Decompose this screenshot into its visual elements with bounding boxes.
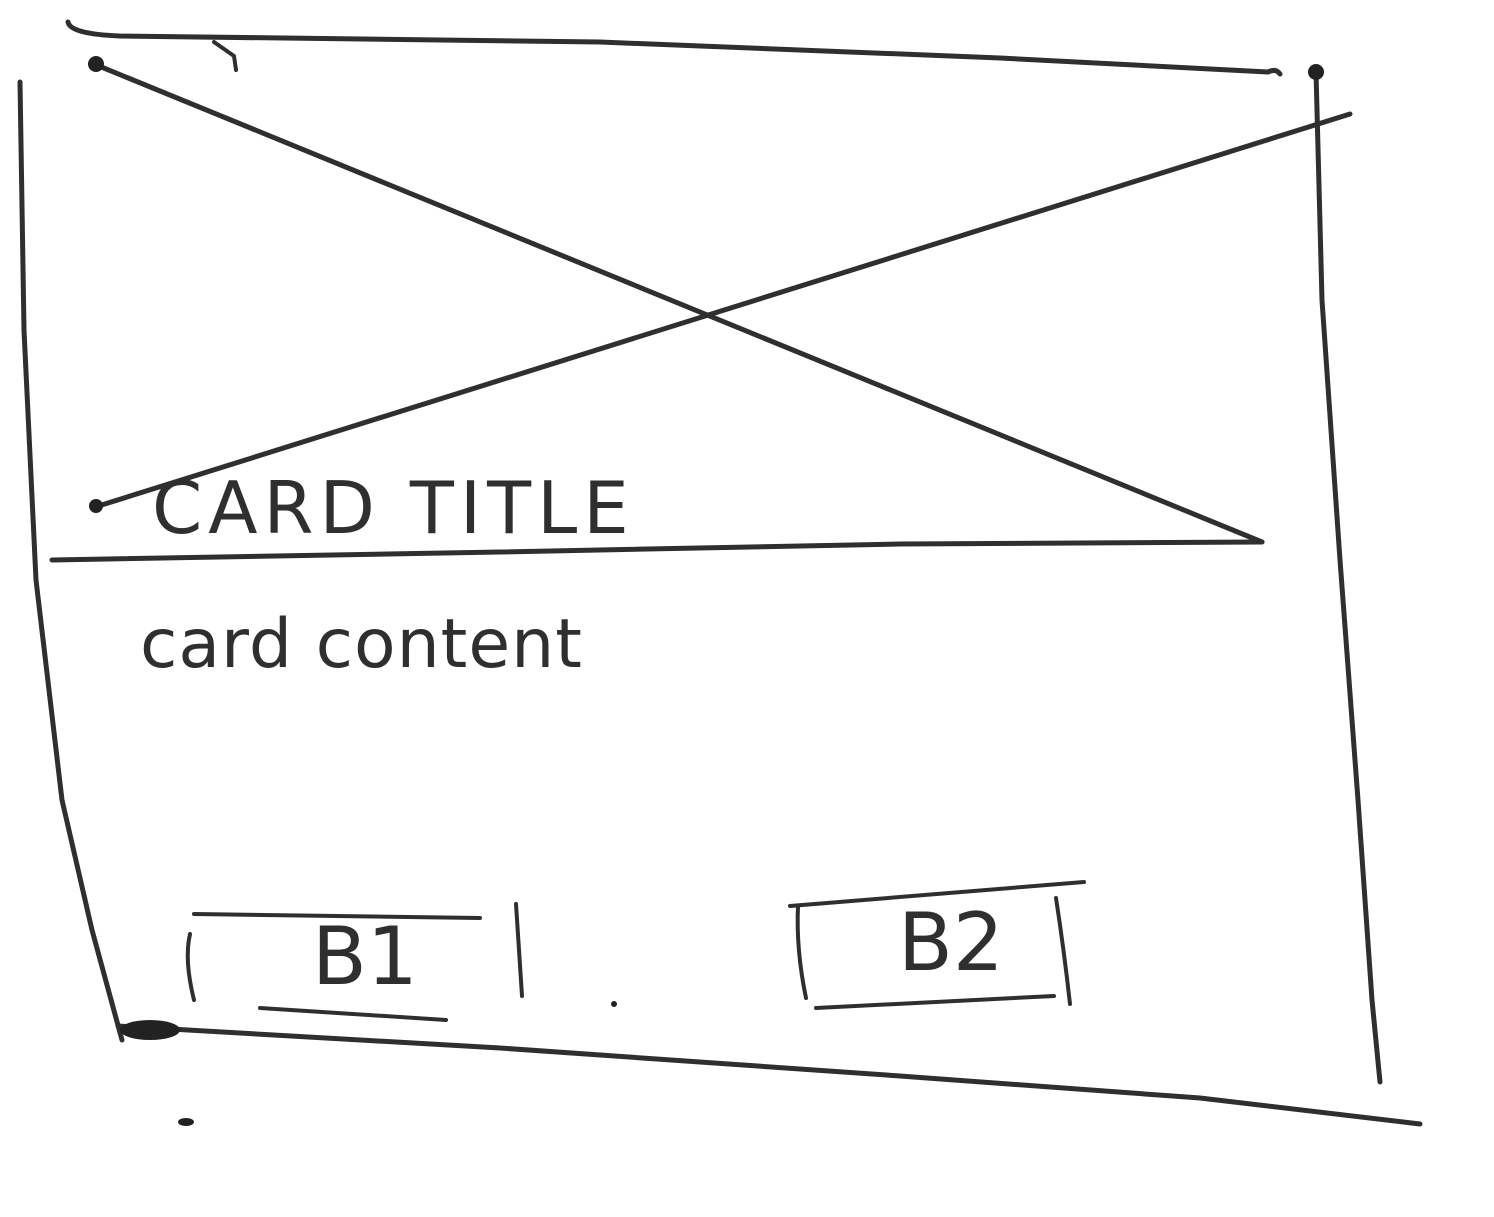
image-cross-line-b	[89, 111, 1353, 511]
corner-dot-bottom-left	[120, 1020, 180, 1040]
button-b1[interactable]: B1	[180, 900, 530, 1025]
corner-dot-top-right	[1308, 64, 1324, 80]
corner-dot-top-left	[88, 56, 104, 72]
corner-dot-mid-left	[89, 499, 103, 513]
card-left-border	[17, 79, 125, 1043]
button-b1-frame	[185, 902, 524, 1022]
card-title: CARD TITLE	[152, 466, 635, 550]
card-top-border	[65, 19, 1283, 77]
card-content: card content	[140, 605, 583, 684]
stray-dot-small	[611, 1001, 617, 1007]
image-divider	[49, 539, 1265, 563]
button-b2-frame	[788, 880, 1086, 1010]
stray-mark	[212, 40, 238, 72]
button-b2-label: B2	[898, 896, 1004, 989]
stray-dot	[178, 1118, 194, 1126]
image-cross-line-a	[91, 61, 1265, 545]
button-b1-label: B1	[312, 910, 418, 1003]
card-right-border	[1313, 69, 1383, 1085]
button-b2[interactable]: B2	[786, 880, 1086, 1015]
card-bottom-border	[115, 1023, 1423, 1127]
